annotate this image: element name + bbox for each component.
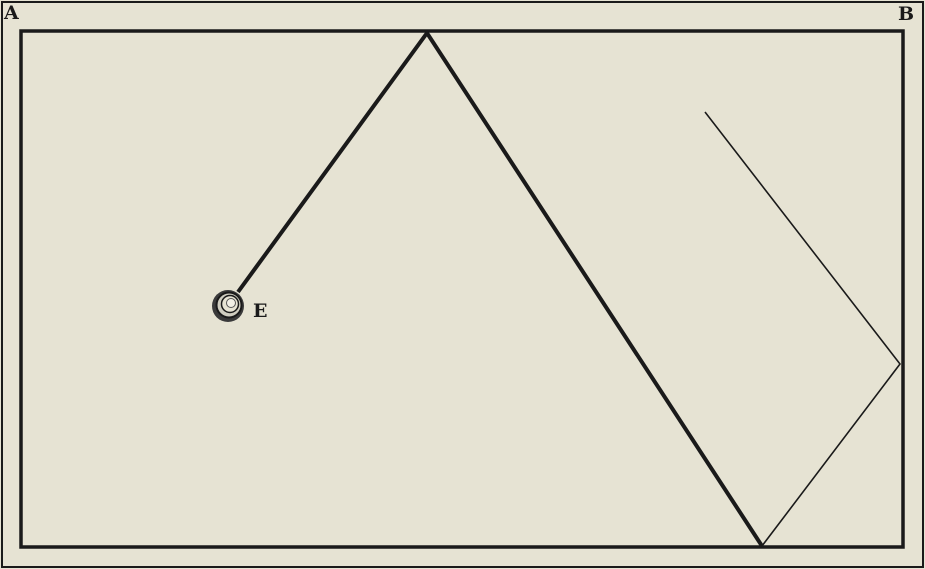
ball-path-thin xyxy=(705,112,900,546)
corner-label-a: A xyxy=(4,4,19,23)
ball-e xyxy=(212,290,244,322)
ball-label-e: E xyxy=(253,302,267,321)
corner-label-b: B xyxy=(898,5,914,24)
ball-path-thick xyxy=(238,33,762,546)
table-cushion xyxy=(21,31,903,547)
